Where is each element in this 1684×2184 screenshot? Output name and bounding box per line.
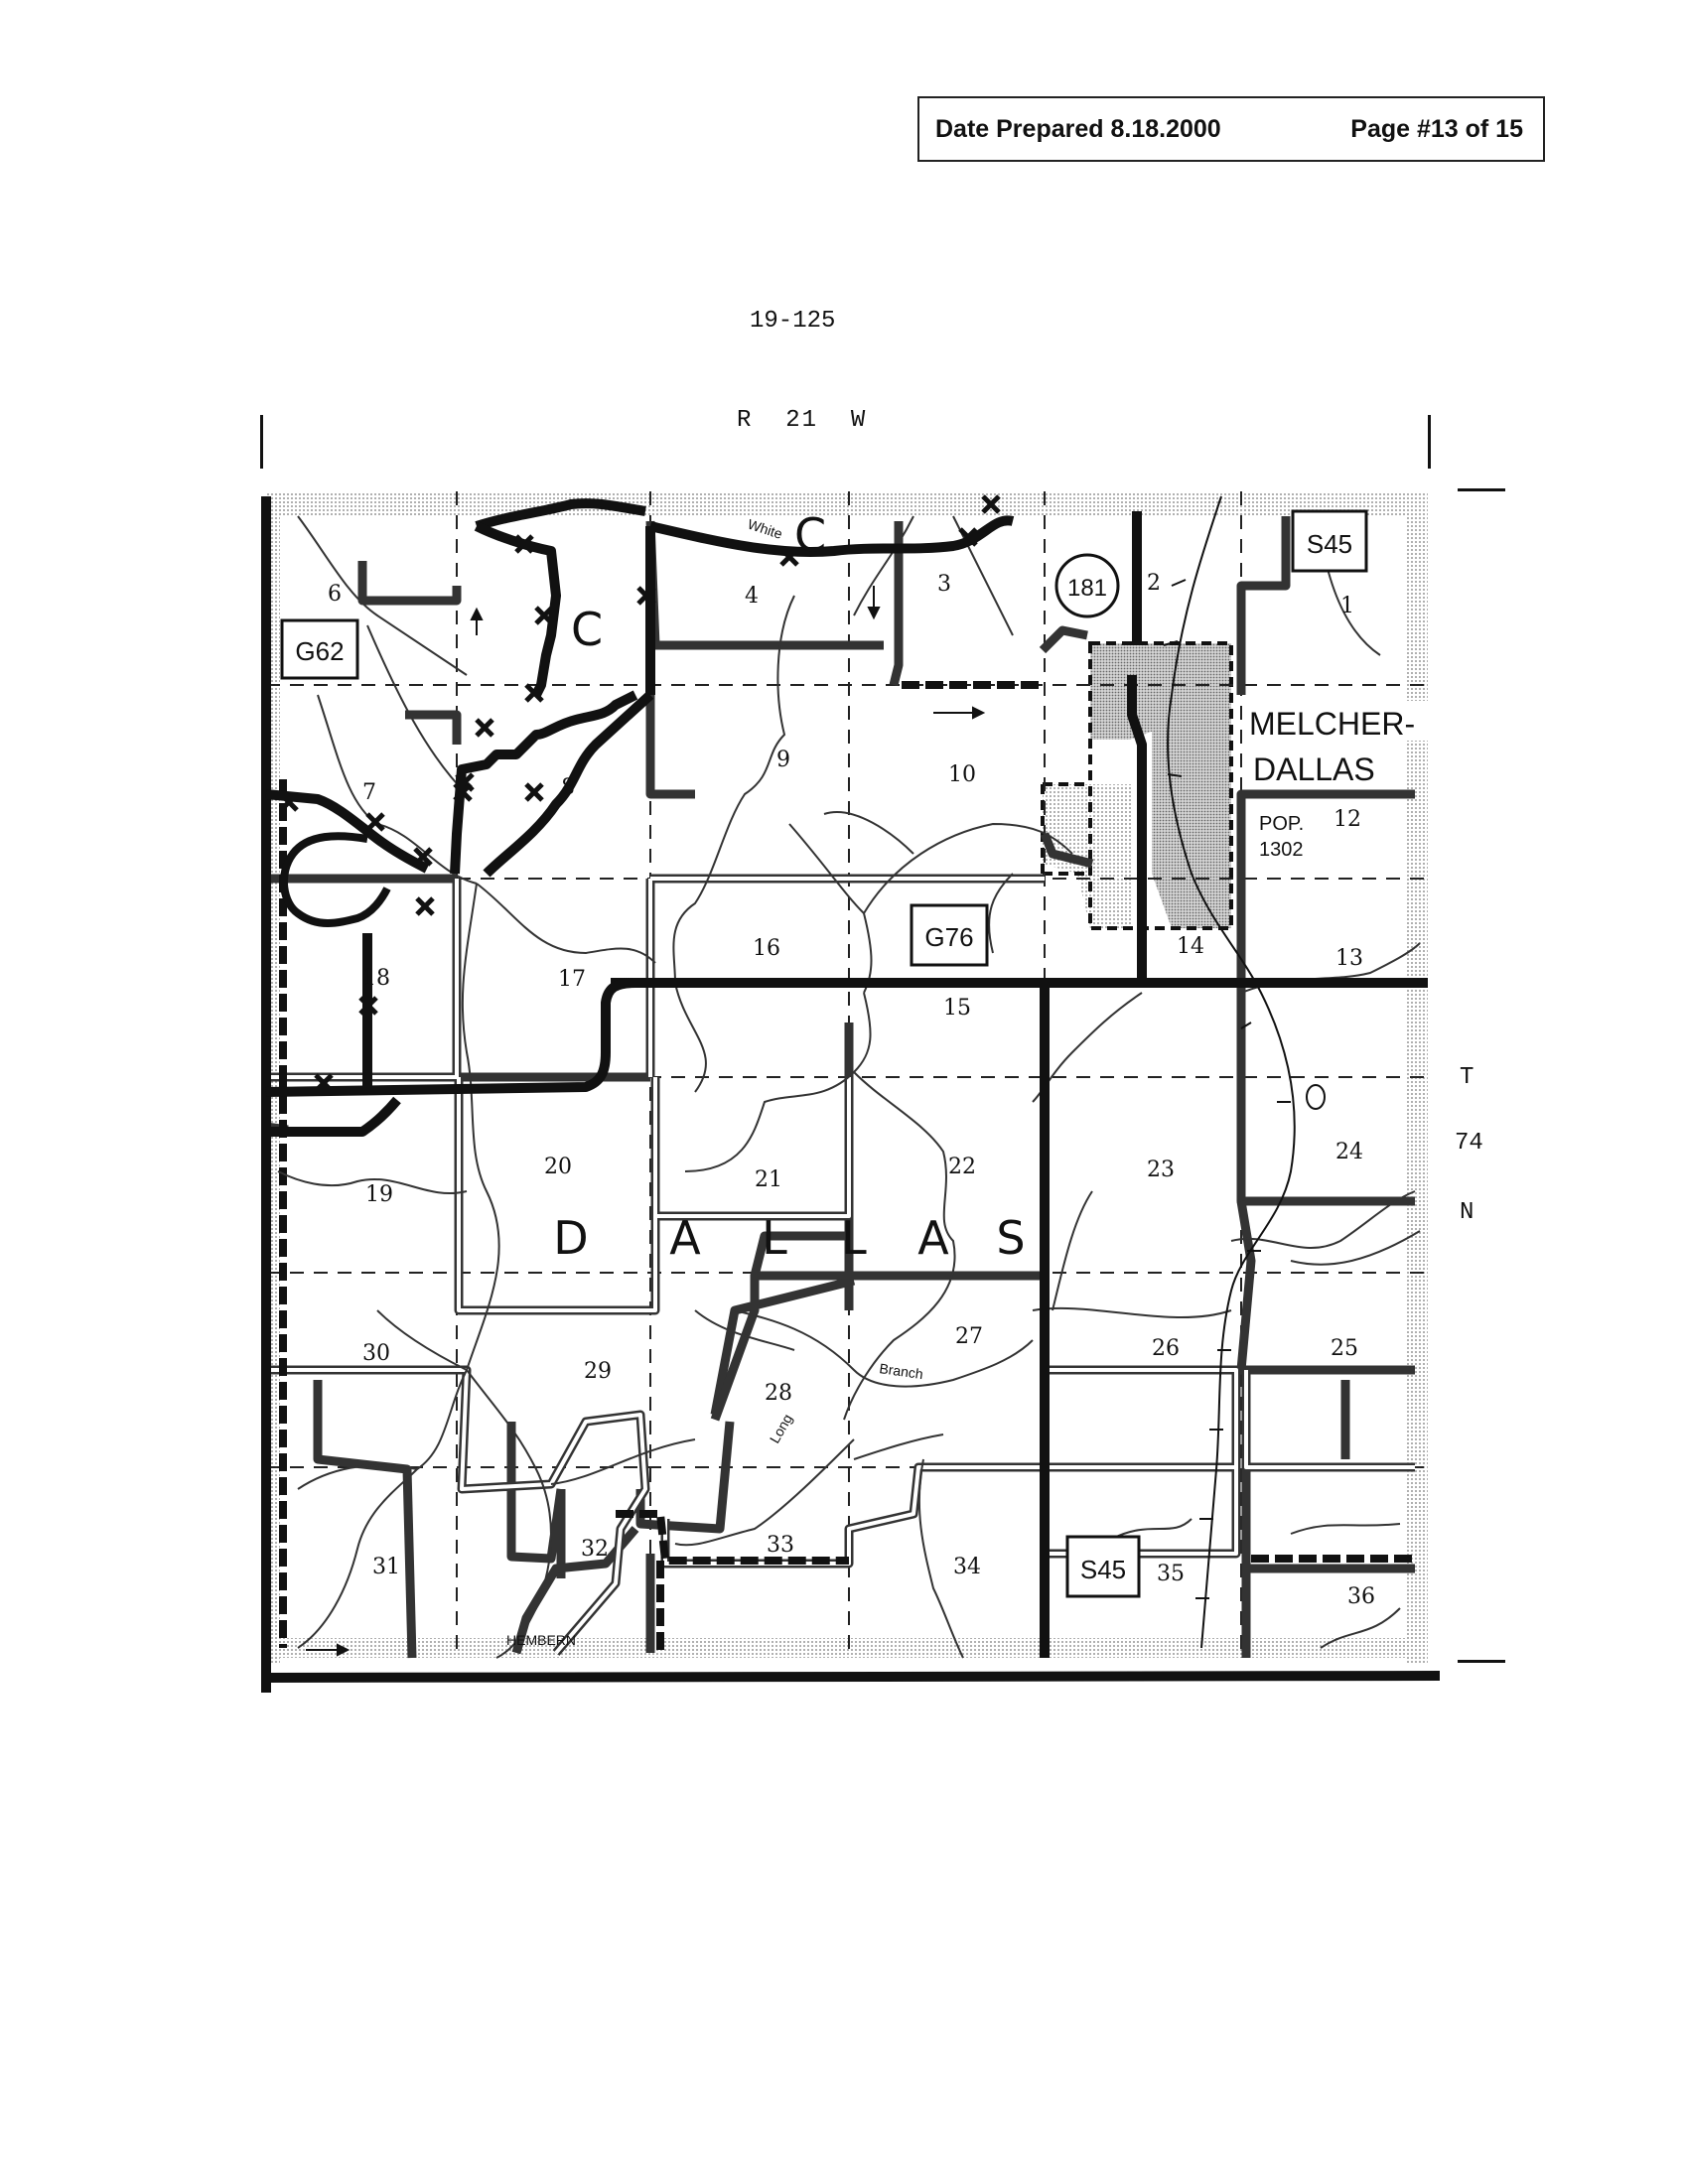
section-19: 19 <box>365 1182 393 1207</box>
route-marker-g76: G76 <box>910 903 989 967</box>
section-6: 6 <box>328 582 342 607</box>
svg-text:S: S <box>996 1211 1025 1265</box>
section-17: 17 <box>558 967 586 992</box>
section-3: 3 <box>937 572 951 597</box>
section-30: 30 <box>362 1341 390 1366</box>
arrows <box>306 586 986 1657</box>
section-14: 14 <box>1177 934 1204 959</box>
section-28: 28 <box>765 1381 792 1406</box>
svg-text:MELCHER-: MELCHER- <box>1249 706 1415 742</box>
section-33: 33 <box>767 1533 794 1558</box>
svg-text:A: A <box>669 1211 701 1265</box>
section-20: 20 <box>544 1155 572 1179</box>
section-24: 24 <box>1335 1140 1363 1164</box>
section-35: 35 <box>1157 1562 1185 1586</box>
township-letter-t: T <box>1460 1064 1474 1091</box>
section-2: 2 <box>1147 571 1161 596</box>
svg-text:L: L <box>841 1211 867 1265</box>
route-marker-s45-bottom: S45 <box>1065 1535 1141 1598</box>
section-23: 23 <box>1147 1158 1175 1182</box>
section-32: 32 <box>581 1537 609 1562</box>
gravel-roads <box>279 681 1415 1653</box>
range-label: R 21 W <box>737 407 868 434</box>
svg-text:DALLAS: DALLAS <box>1253 751 1375 787</box>
loop-road <box>279 832 391 927</box>
township-letter-n: N <box>1460 1199 1474 1226</box>
section-36: 36 <box>1347 1584 1375 1609</box>
township-name: D A L L A S <box>553 1211 1025 1265</box>
page-number: Page #13 of 15 <box>1350 114 1523 143</box>
svg-text:1302: 1302 <box>1259 839 1304 861</box>
date-prepared: Date Prepared 8.18.2000 <box>935 114 1221 143</box>
section-numbers: 1 2 3 4 6 7 8 9 10 12 13 14 15 16 17 18 … <box>328 571 1375 1609</box>
pond <box>1306 1084 1326 1110</box>
crossing-marks <box>279 494 1001 1093</box>
range-tick-left <box>260 415 263 469</box>
section-25: 25 <box>1331 1336 1358 1361</box>
township-tick-bottom <box>1458 1660 1505 1663</box>
section-10: 10 <box>948 762 976 787</box>
svg-text:POP.: POP. <box>1259 813 1304 835</box>
stream-label-branch: Branch <box>879 1360 924 1382</box>
svg-text:G76: G76 <box>924 922 973 952</box>
route-marker-181: 181 <box>1054 553 1120 618</box>
svg-text:181: 181 <box>1067 575 1107 602</box>
map-letter-c-left: C <box>571 603 603 656</box>
range-tick-right <box>1428 415 1431 469</box>
header-box: Date Prepared 8.18.2000 Page #13 of 15 <box>917 96 1545 162</box>
section-8: 8 <box>561 775 575 800</box>
railroad <box>1167 495 1296 1649</box>
stream-label-white: White <box>746 516 784 542</box>
section-29: 29 <box>584 1359 612 1384</box>
stream-label-hembern: HEMBERN <box>506 1632 576 1648</box>
svg-text:G62: G62 <box>295 636 344 666</box>
section-4: 4 <box>745 584 759 609</box>
township-tick-top <box>1458 488 1505 491</box>
primary-roads <box>261 496 1441 1693</box>
town-area <box>1041 641 1233 930</box>
town-label: MELCHER- DALLAS POP. 1302 <box>1246 701 1430 861</box>
section-21: 21 <box>755 1167 782 1192</box>
section-7: 7 <box>362 780 376 805</box>
svg-text:L: L <box>762 1211 787 1265</box>
route-marker-g62: G62 <box>280 618 359 680</box>
railroad-ticks <box>1163 579 1291 1599</box>
map-letter-c-top: C <box>794 508 826 562</box>
route-marker-s45-top: S45 <box>1291 509 1368 573</box>
svg-text:S45: S45 <box>1080 1555 1126 1584</box>
map-id: 19-125 <box>750 308 836 335</box>
section-22: 22 <box>948 1155 976 1179</box>
section-27: 27 <box>955 1324 983 1349</box>
section-12: 12 <box>1333 807 1361 832</box>
svg-text:S45: S45 <box>1307 529 1352 559</box>
stream-label-long: Long <box>767 1412 795 1446</box>
section-9: 9 <box>776 748 790 772</box>
section-15: 15 <box>943 996 971 1021</box>
section-34: 34 <box>953 1555 981 1579</box>
section-13: 13 <box>1335 946 1363 971</box>
section-18: 18 <box>362 966 390 991</box>
township-number: 74 <box>1455 1130 1483 1157</box>
section-16: 16 <box>753 936 780 961</box>
svg-text:A: A <box>917 1211 949 1265</box>
section-26: 26 <box>1152 1336 1180 1361</box>
svg-text:D: D <box>553 1211 588 1265</box>
section-31: 31 <box>372 1555 400 1579</box>
section-1: 1 <box>1340 594 1354 618</box>
